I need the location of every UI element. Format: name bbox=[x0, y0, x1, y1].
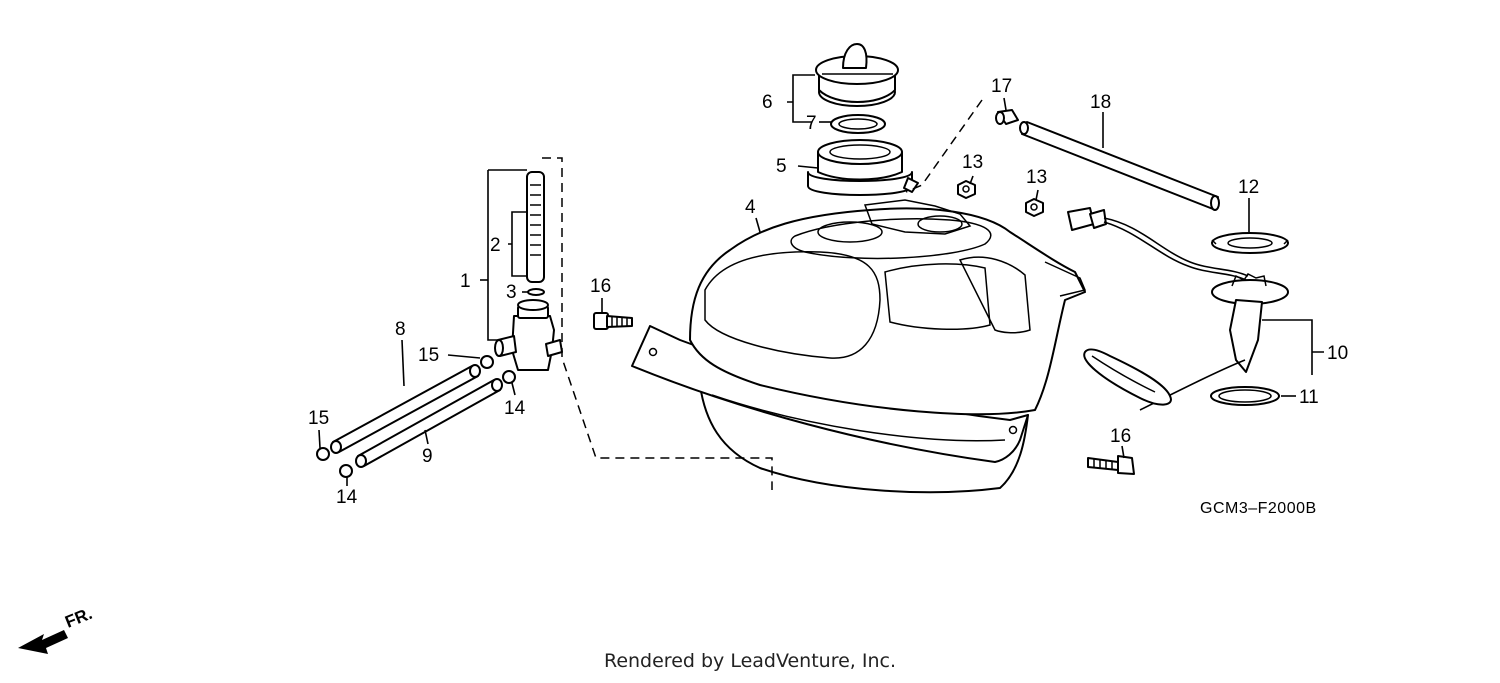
bolt-right bbox=[1087, 455, 1135, 475]
fuel-hose-9 bbox=[355, 378, 503, 468]
front-direction-arrow-icon: FR. bbox=[18, 604, 95, 654]
callout-10: 10 bbox=[1327, 343, 1348, 364]
breather-tube bbox=[1019, 121, 1220, 211]
callout-15-lower: 15 bbox=[308, 408, 329, 429]
front-marker-label: FR. bbox=[62, 604, 95, 632]
fuel-tank bbox=[631, 199, 1087, 494]
callout-11: 11 bbox=[1299, 387, 1319, 408]
callout-labels: 1 2 3 4 5 6 7 8 9 10 11 12 13 13 14 14 1… bbox=[308, 76, 1348, 508]
callout-14-upper: 14 bbox=[504, 398, 526, 419]
callout-4: 4 bbox=[745, 197, 756, 218]
callout-3: 3 bbox=[506, 282, 517, 303]
callout-15-upper: 15 bbox=[418, 345, 439, 366]
callout-9: 9 bbox=[422, 446, 433, 467]
fuel-cock-assembly bbox=[487, 169, 563, 371]
callout-18: 18 bbox=[1090, 92, 1111, 113]
hose-clips bbox=[316, 355, 516, 478]
bolt-left bbox=[593, 312, 633, 330]
callout-16-left: 16 bbox=[590, 276, 611, 297]
filler-neck bbox=[807, 139, 919, 196]
nut-left bbox=[957, 180, 976, 199]
fuel-cap bbox=[815, 43, 899, 107]
breather-reference-line bbox=[905, 99, 983, 193]
fuel-hose-8 bbox=[330, 364, 481, 454]
fuel-cock-reference-line bbox=[542, 157, 773, 490]
callout-13-right: 13 bbox=[1026, 167, 1047, 188]
callout-1: 1 bbox=[460, 271, 471, 292]
nut-right bbox=[1025, 198, 1044, 217]
drawing-code: GCM3–F2000B bbox=[1200, 500, 1317, 517]
callout-6: 6 bbox=[762, 92, 773, 113]
fuel-unit bbox=[1067, 207, 1289, 411]
fuel-cap-seal bbox=[830, 114, 886, 134]
callout-12: 12 bbox=[1238, 177, 1259, 198]
callout-13-left: 13 bbox=[962, 152, 983, 173]
callout-5: 5 bbox=[776, 156, 787, 177]
breather-joint bbox=[995, 109, 1019, 125]
callout-16-right: 16 bbox=[1110, 426, 1131, 447]
render-credit: Rendered by LeadVenture, Inc. bbox=[603, 650, 897, 672]
callout-7: 7 bbox=[806, 113, 817, 134]
callout-8: 8 bbox=[395, 319, 406, 340]
callout-17: 17 bbox=[991, 76, 1012, 97]
fuel-unit-gasket bbox=[1210, 386, 1280, 406]
callout-14-lower: 14 bbox=[336, 487, 358, 508]
fuel-unit-set-plate bbox=[1211, 232, 1289, 254]
callout-2: 2 bbox=[490, 235, 501, 256]
leader-lines bbox=[318, 74, 1324, 486]
